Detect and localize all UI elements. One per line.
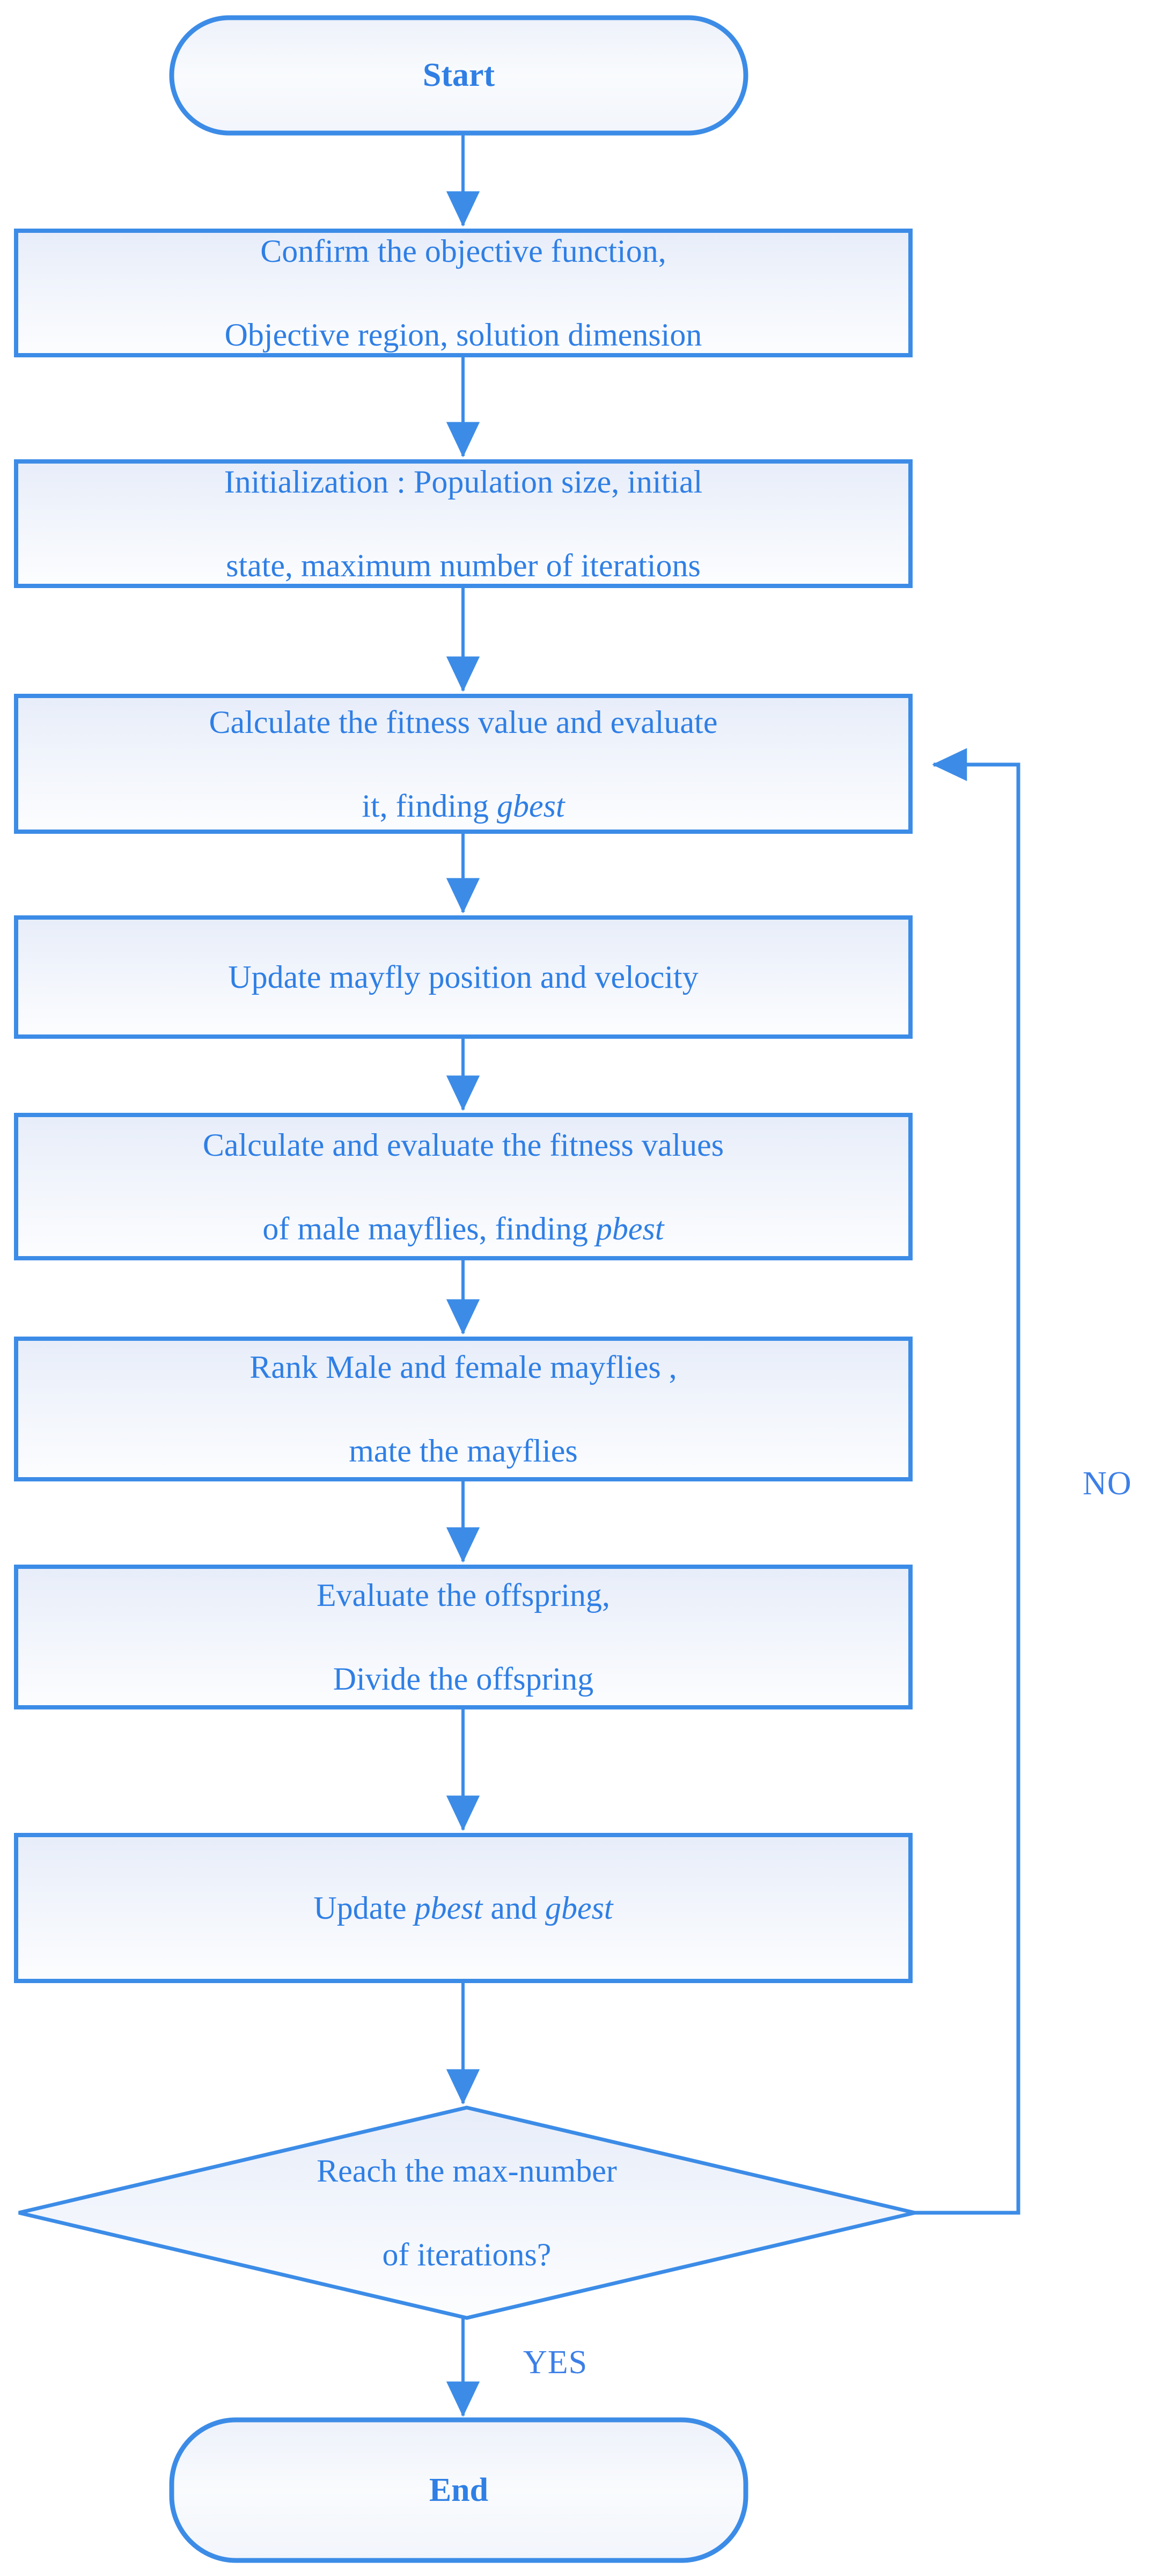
node-calc-fitness-gbest-shape[interactable] — [14, 694, 913, 834]
node-rank-mate-shape[interactable] — [14, 1337, 913, 1481]
node-end-shape[interactable] — [169, 2417, 748, 2563]
node-evaluate-offspring-shape[interactable] — [14, 1565, 913, 1709]
node-update-pbest-gbest-shape[interactable] — [14, 1833, 913, 1983]
node-initialization-shape[interactable] — [14, 459, 913, 588]
edge-decision-loopback-no — [915, 748, 1020, 2215]
node-start-shape[interactable] — [169, 15, 748, 136]
node-calc-male-pbest-shape[interactable] — [14, 1113, 913, 1260]
node-reach-max-iterations-shape[interactable] — [18, 2105, 915, 2320]
node-update-mayfly-shape[interactable] — [14, 915, 913, 1039]
node-confirm-objective-shape[interactable] — [14, 229, 913, 357]
